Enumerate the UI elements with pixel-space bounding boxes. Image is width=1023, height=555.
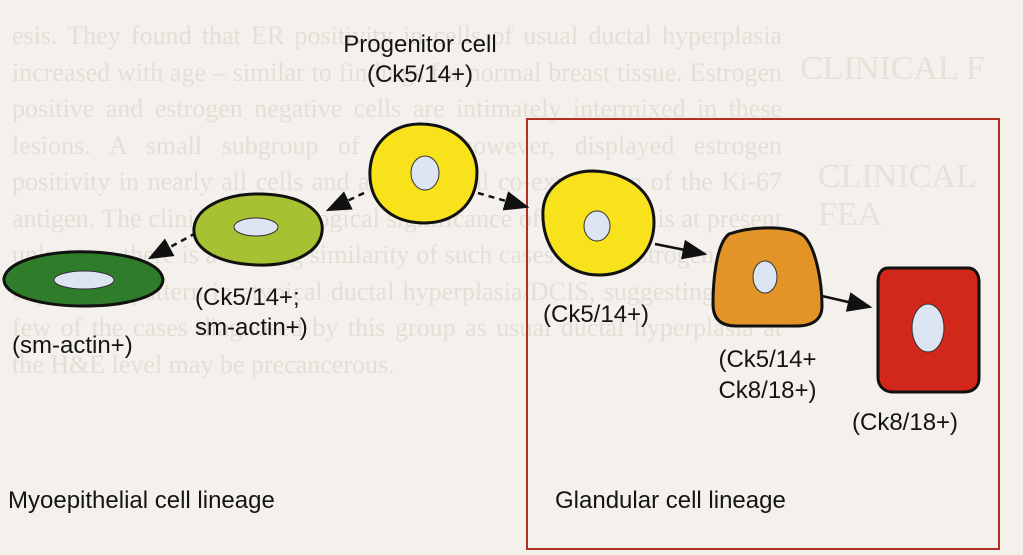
glandular-yellow-markers-label: (Ck5/14+) <box>543 301 650 328</box>
intermediate-nucleus <box>233 217 279 237</box>
glandular-yellow-nucleus <box>583 210 611 242</box>
arrow-orange-to-red <box>821 292 873 312</box>
glandular-red-markers-label: (Ck8/18+) <box>852 409 959 436</box>
glandular-lineage-label: Glandular cell lineage <box>555 487 786 514</box>
intermediate-markers-label-2: sm-actin+) <box>195 314 308 341</box>
glandular-orange-markers-label-2: Ck8/18+) <box>718 377 817 404</box>
myoepithelial-nucleus <box>53 270 115 290</box>
arrow-glandular-yellow-to-orange <box>654 239 708 260</box>
glandular-lineage-box <box>526 118 1000 550</box>
progenitor-markers-label: (Ck5/14+) <box>366 61 474 88</box>
myoepithelial-lineage-label: Myoepithelial cell lineage <box>8 487 275 514</box>
progenitor-nucleus <box>410 155 440 191</box>
arrow-progenitor-to-glandular <box>477 191 530 211</box>
side-heading-clinical: CLINICAL F <box>800 50 985 87</box>
glandular-red-nucleus <box>911 303 945 353</box>
arrow-intermediate-to-myoepithelial <box>147 231 197 260</box>
intermediate-markers-label-1: (Ck5/14+; <box>195 284 300 311</box>
glandular-orange-markers-label-1: (Ck5/14+ <box>718 346 817 373</box>
arrow-progenitor-to-intermediate <box>325 191 365 212</box>
myoepithelial-markers-label: (sm-actin+) <box>12 332 133 359</box>
glandular-orange-nucleus <box>752 260 778 294</box>
side-heading-clinical-features: CLINICAL FEA <box>818 158 976 233</box>
progenitor-title-label: Progenitor cell <box>343 31 497 58</box>
